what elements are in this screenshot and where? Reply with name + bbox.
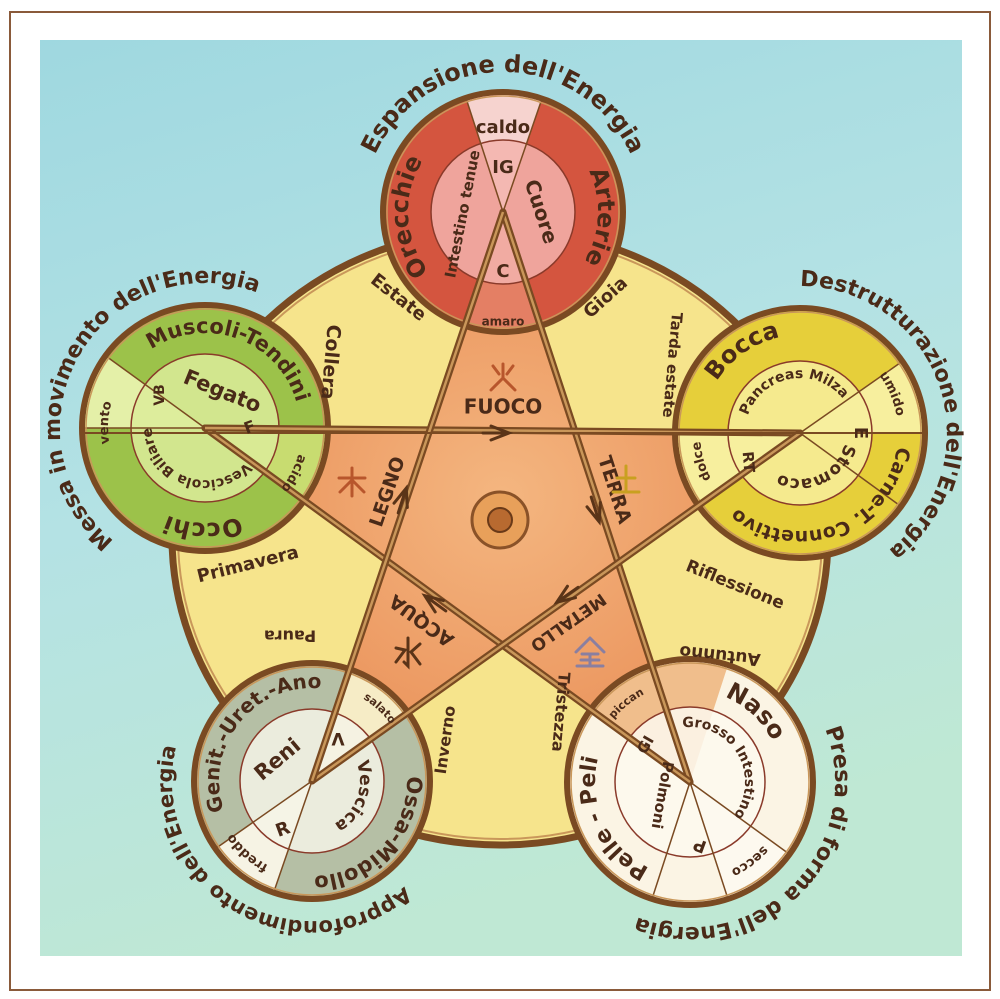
star-line-highlight (501, 211, 692, 783)
sector-line (799, 362, 901, 434)
wood-glyph-icon (337, 466, 367, 498)
sector-line (689, 781, 788, 854)
fuoco-yang-abbr: IG (492, 157, 513, 178)
legno-climate: vento (97, 400, 115, 445)
acqua-yin-abbr: R (273, 817, 293, 842)
sector-line (273, 780, 313, 890)
sector-line (466, 100, 504, 213)
star-line-highlight (204, 426, 691, 784)
cycle-arrow-icon (392, 484, 409, 515)
element-name-fuoco: FUOCO (464, 395, 543, 419)
acqua-emotion: Paura (264, 627, 316, 646)
sector-line (217, 780, 313, 848)
cycle-arrow-icon (553, 584, 580, 605)
metal-glyph-icon (574, 636, 606, 668)
sector-line (689, 781, 728, 897)
cycle-arrow-icon (585, 495, 602, 526)
outer-ring-inner-line (570, 662, 810, 902)
terra-yin-abbr: RT (739, 451, 759, 474)
star-line-highlight (311, 431, 801, 783)
outer-ring-inner-line (197, 666, 427, 896)
acqua-yang-abbr: V (331, 728, 345, 748)
sector-line (652, 781, 691, 897)
legno-yang-abbr: VB (152, 384, 168, 406)
fuoco-yin-abbr: C (496, 261, 509, 282)
cycle-arrow-icon (421, 593, 448, 614)
earth-glyph-icon (611, 464, 641, 494)
sector-line (799, 432, 900, 506)
fuoco-climate: caldo (476, 117, 530, 138)
legno-climate-text: vento (97, 400, 115, 445)
sector-line (502, 101, 542, 213)
center-dot (487, 507, 513, 533)
cycle-arrow-icon (481, 424, 514, 442)
terra-yang-abbr: E (850, 427, 871, 439)
water-glyph-icon (394, 636, 422, 670)
outer-ring-inner-line (386, 95, 620, 329)
sector-line (107, 356, 206, 429)
fire-glyph-icon (489, 362, 517, 392)
fuoco-flavor: amaro (482, 315, 525, 329)
